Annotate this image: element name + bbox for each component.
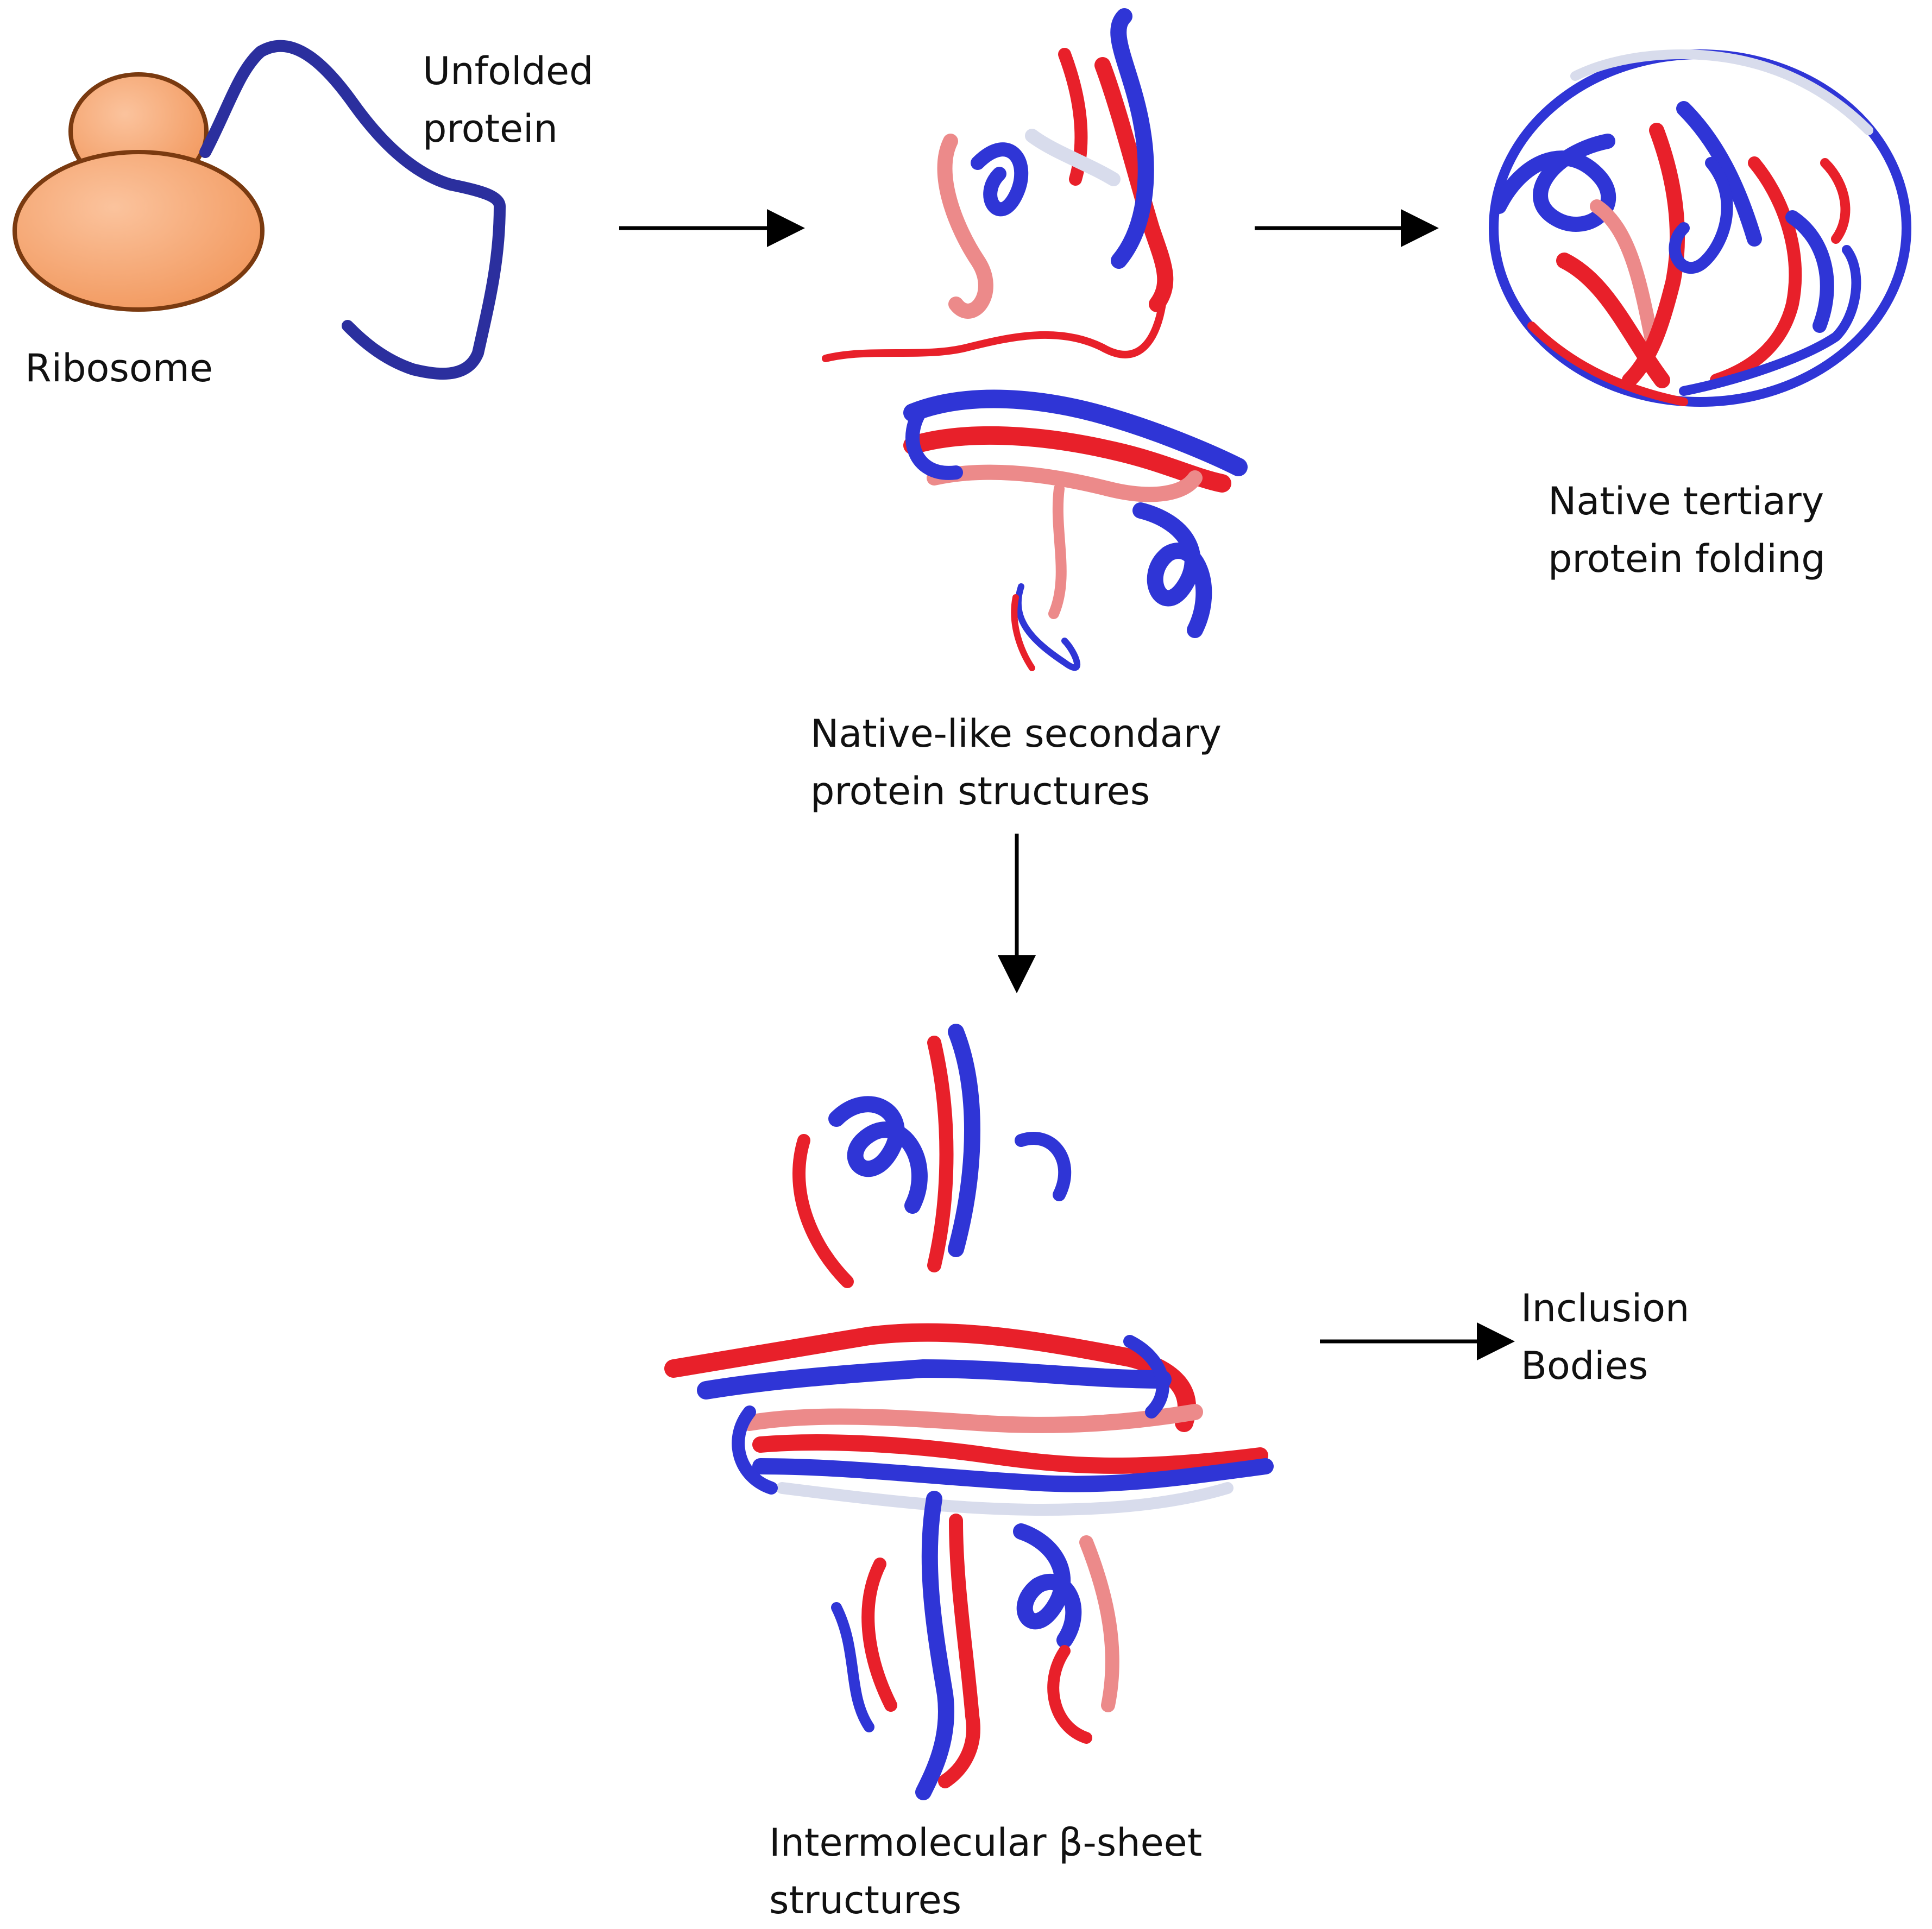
ribosome-icon (12, 72, 265, 312)
unfolded-protein-label-line1: Unfolded (423, 49, 594, 93)
ribosome-label: Ribosome (25, 339, 213, 397)
intermolecular-beta-sheet-label: Intermolecular β-sheet structures (769, 1814, 1202, 1929)
tertiary-structure-ribbon (1489, 49, 1911, 407)
unfolded-protein-label-line2: protein (423, 106, 558, 151)
native-tertiary-label-line1: Native tertiary (1548, 479, 1824, 524)
unfolded-protein-label: Unfolded protein (423, 42, 593, 157)
inclusion-bodies-label: Inclusion Bodies (1521, 1279, 1689, 1395)
intermolecular-label-line1: Intermolecular β-sheet (769, 1820, 1203, 1865)
native-secondary-label-line1: Native-like secondary (810, 711, 1222, 756)
inclusion-bodies-label-line1: Inclusion (1521, 1286, 1690, 1331)
inclusion-bodies-label-line2: Bodies (1521, 1344, 1648, 1388)
native-tertiary-label: Native tertiary protein folding (1548, 472, 1826, 588)
native-tertiary-label-line2: protein folding (1548, 537, 1826, 581)
intermolecular-beta-sheet-ribbon (664, 1024, 1274, 1800)
unfolded-protein-chain (199, 40, 506, 380)
ribosome-label-text: Ribosome (25, 346, 213, 390)
secondary-structure-ribbon (822, 8, 1248, 671)
native-secondary-label-line2: protein structures (810, 769, 1150, 814)
native-secondary-label: Native-like secondary protein structures (810, 705, 1222, 820)
intermolecular-label-line2: structures (769, 1878, 962, 1922)
